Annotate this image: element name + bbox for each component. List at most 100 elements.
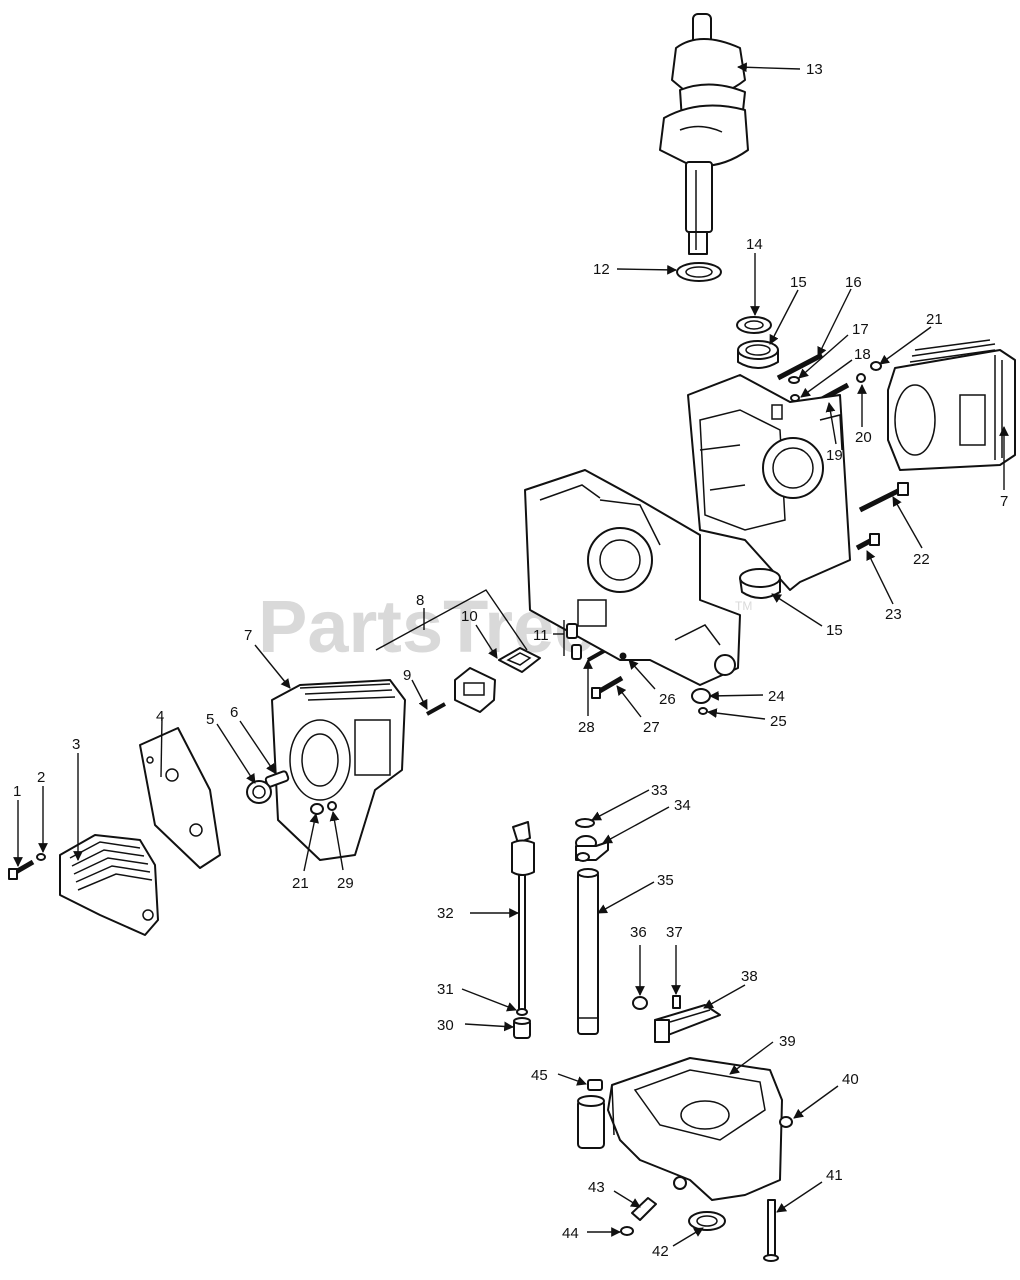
callout-16: 16 [845, 274, 862, 291]
callout-35: 35 [657, 872, 674, 889]
plug-26-part[interactable] [619, 652, 627, 660]
oil-seal-part[interactable] [736, 316, 772, 334]
callout-9: 9 [403, 667, 411, 684]
nut-20-part[interactable] [856, 373, 866, 383]
callout-6: 6 [230, 704, 238, 721]
callout-15-upper: 15 [790, 274, 807, 291]
callout-19: 19 [826, 447, 843, 464]
seal-5-part[interactable] [246, 780, 272, 804]
cylinder-right-part[interactable] [887, 339, 1016, 471]
callout-20: 20 [855, 429, 872, 446]
fitting-43-part[interactable] [631, 1197, 657, 1221]
callout-5: 5 [206, 711, 214, 728]
callout-41: 41 [826, 1167, 843, 1184]
callout-31: 31 [437, 981, 454, 998]
seal-42-part[interactable] [688, 1211, 726, 1231]
cap-24-part[interactable] [691, 688, 711, 704]
crankshaft-part[interactable] [659, 13, 749, 255]
dipstick-part[interactable] [511, 821, 535, 1011]
callout-39: 39 [779, 1033, 796, 1050]
callout-30: 30 [437, 1017, 454, 1034]
bolt-41-part[interactable] [763, 1199, 779, 1262]
bolt-27-part[interactable] [591, 675, 624, 699]
bracket-38-part[interactable] [654, 1004, 721, 1043]
callout-labels: 13 12 14 15 16 17 18 21 19 20 7 22 23 15… [13, 61, 1008, 1260]
callout-28: 28 [578, 719, 595, 736]
callout-40: 40 [842, 1071, 859, 1088]
washer-17-part[interactable] [788, 376, 800, 384]
screw-37-part[interactable] [672, 995, 681, 1009]
callout-24: 24 [768, 688, 785, 705]
stud-16-part[interactable] [776, 352, 824, 381]
screw-28-part[interactable] [587, 649, 605, 662]
breather-gasket-10-part[interactable] [498, 647, 541, 673]
callout-18: 18 [854, 346, 871, 363]
callout-37: 37 [666, 924, 683, 941]
callout-42: 42 [652, 1243, 669, 1260]
bolt-22-part[interactable] [858, 482, 909, 513]
callout-21-lower: 21 [292, 875, 309, 892]
callout-43: 43 [588, 1179, 605, 1196]
callout-32: 32 [437, 905, 454, 922]
crankcase-left-half-part[interactable] [524, 469, 741, 686]
callout-25: 25 [770, 713, 787, 730]
callout-17: 17 [852, 321, 869, 338]
nut-21-lower-part[interactable] [310, 803, 324, 815]
watermark-trademark: TM [735, 599, 752, 613]
callout-38: 38 [741, 968, 758, 985]
bolt-1-part[interactable] [8, 859, 35, 880]
callout-7-left: 7 [244, 627, 252, 644]
bolt-23-part[interactable] [855, 533, 880, 551]
clamp-34-part[interactable] [575, 835, 609, 862]
callout-12: 12 [593, 261, 610, 278]
callout-10: 10 [461, 608, 478, 625]
nut-29-part[interactable] [327, 801, 337, 811]
dipstick-tube-adapter-part[interactable] [513, 1017, 531, 1039]
callout-23: 23 [885, 606, 902, 623]
callout-3: 3 [72, 736, 80, 753]
bearing-upper-part[interactable] [737, 340, 779, 369]
dowel-11-part[interactable] [566, 623, 582, 660]
callout-4: 4 [156, 708, 164, 725]
oring-33-part[interactable] [575, 818, 595, 828]
tube-35-part[interactable] [577, 868, 599, 1035]
plug-45-part[interactable] [587, 1079, 603, 1091]
callout-8: 8 [416, 592, 424, 609]
crankcase-right-half-part[interactable] [687, 374, 851, 591]
callout-1: 1 [13, 783, 21, 800]
callout-33: 33 [651, 782, 668, 799]
oil-pan-part[interactable] [577, 1057, 783, 1201]
bearing-lower-part[interactable] [739, 568, 781, 599]
drain-plug-40-part[interactable] [779, 1116, 793, 1128]
callout-29: 29 [337, 875, 354, 892]
callout-36: 36 [630, 924, 647, 941]
callout-21-upper: 21 [926, 311, 943, 328]
callout-11: 11 [533, 627, 549, 644]
callout-34: 34 [674, 797, 691, 814]
nut-21-upper-part[interactable] [870, 361, 882, 371]
callout-15-lower: 15 [826, 622, 843, 639]
screw-9-part[interactable] [426, 702, 446, 716]
callout-13: 13 [806, 61, 823, 78]
head-gasket-part[interactable] [139, 727, 221, 869]
callout-22: 22 [913, 551, 930, 568]
nut-25-part[interactable] [698, 707, 708, 715]
thrust-washer-part[interactable] [676, 262, 722, 282]
callout-14: 14 [746, 236, 763, 253]
dipstick-oring-part[interactable] [516, 1008, 528, 1016]
cylinder-head-part[interactable] [59, 834, 159, 936]
callout-26: 26 [659, 691, 676, 708]
nut-36-part[interactable] [632, 996, 648, 1010]
breather-kit-bracket [375, 589, 528, 651]
callout-27: 27 [643, 719, 660, 736]
callout-7-right: 7 [1000, 493, 1008, 510]
callout-44: 44 [562, 1225, 579, 1242]
callout-2: 2 [37, 769, 45, 786]
callout-45: 45 [531, 1067, 548, 1084]
cylinder-left-part[interactable] [271, 679, 406, 861]
washer-2-part[interactable] [36, 853, 46, 861]
clamp-44-part[interactable] [620, 1226, 634, 1236]
breather-assembly-part[interactable] [454, 667, 496, 713]
leader-lines [13, 62, 1009, 1247]
